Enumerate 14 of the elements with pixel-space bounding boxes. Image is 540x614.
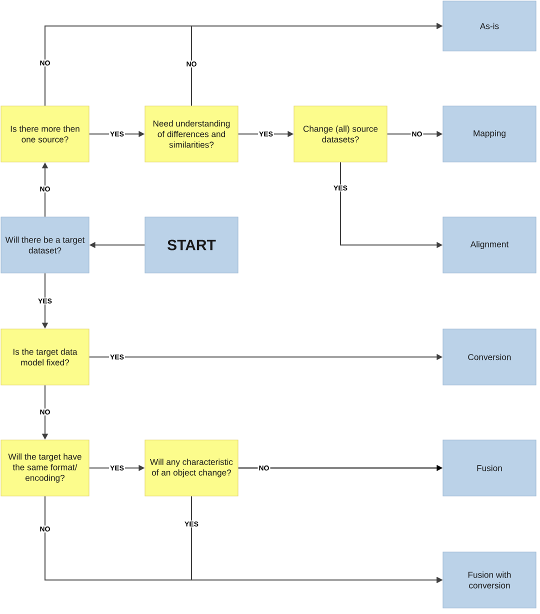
- process-box: As-is: [442, 0, 536, 52]
- process-box: Alignment: [442, 216, 536, 274]
- decision-box: Is there more then one source?: [0, 106, 90, 162]
- start-box: START: [144, 216, 238, 274]
- process-box: Fusion: [442, 440, 536, 496]
- decision-box: Is the target data model fixed?: [0, 328, 90, 386]
- process-box: Conversion: [442, 328, 536, 386]
- process-box: Fusion with conversion: [442, 552, 536, 608]
- decision-box: Will the target have the same format/ encoding?: [0, 440, 90, 496]
- process-box: Mapping: [442, 106, 536, 162]
- decision-box: Need understanding of differences and similarities?: [144, 106, 238, 162]
- process-box: Will there be a target dataset?: [0, 216, 90, 274]
- decision-box: Change (all) source datasets?: [294, 106, 388, 162]
- decision-box: Will any characteristic of an object change?: [144, 440, 238, 496]
